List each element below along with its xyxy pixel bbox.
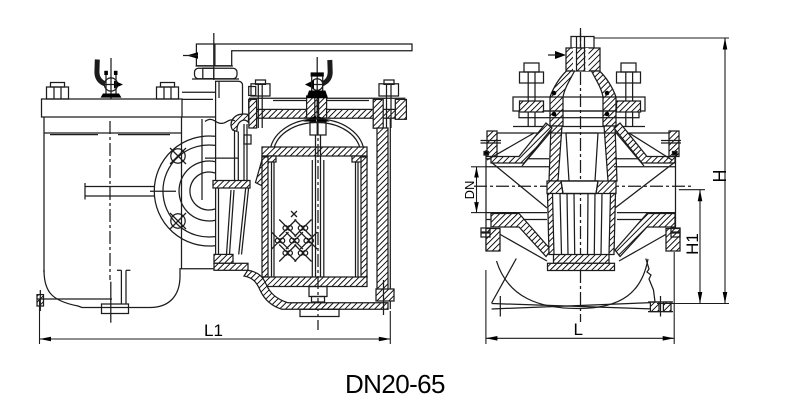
svg-text:L1: L1	[204, 321, 223, 340]
svg-text:L: L	[574, 320, 583, 339]
svg-text:DN: DN	[462, 181, 477, 200]
svg-text:DN20-65: DN20-65	[345, 369, 445, 399]
svg-text:H: H	[710, 170, 730, 183]
svg-text:H1: H1	[683, 233, 702, 255]
